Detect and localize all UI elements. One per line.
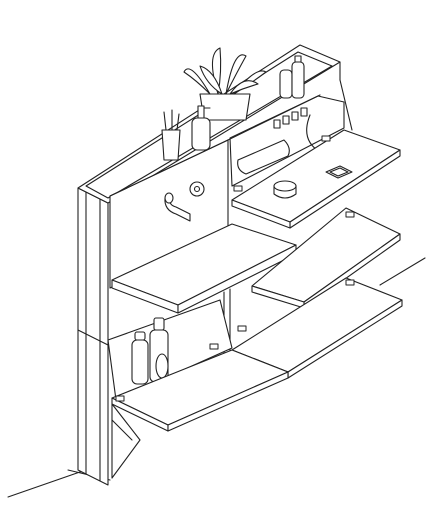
cup-body (161, 129, 181, 161)
bottle-cap (294, 55, 302, 63)
leaf-icon (183, 68, 211, 95)
hinge-icon (233, 185, 243, 192)
left-side-split (77, 329, 109, 346)
hinge-icon (321, 135, 331, 142)
bottle-icon (291, 61, 305, 99)
lower-left-open-flap (111, 349, 289, 479)
dispenser-body (191, 117, 211, 151)
bottle-tall-cap (153, 317, 165, 331)
left-side-panel (77, 187, 109, 486)
hinge-icon (345, 279, 355, 286)
phone-on-flap (325, 165, 353, 179)
hinges (115, 135, 355, 402)
leaf-icon (225, 54, 247, 95)
socket-icon (291, 111, 299, 121)
lower-left-flap-stay (111, 419, 133, 441)
mixer-tap (164, 181, 205, 222)
leaf-icon (211, 47, 222, 95)
bottle-medium-cap (134, 331, 146, 341)
upper-right-top-edge (227, 94, 321, 141)
upper-right-basin-recess (237, 139, 290, 175)
plant-pot (183, 47, 267, 121)
upper-right-open-flap (231, 129, 401, 229)
top-shelf-right-post (339, 79, 353, 131)
jar-on-flap (273, 180, 297, 199)
hinge-icon (345, 211, 355, 218)
wall-floor-line (379, 257, 426, 286)
phone-screen (329, 167, 349, 177)
socket-icon (300, 107, 308, 117)
upper-flap-front (231, 199, 291, 229)
shelf-bottles (279, 55, 305, 99)
hinge-icon (237, 325, 247, 332)
cabinet-left-side (77, 187, 109, 486)
leaf-icon (229, 80, 259, 95)
dispenser-pump (197, 105, 205, 119)
jar-lid (273, 180, 297, 192)
hinge-icon (115, 395, 125, 402)
soap-dispenser (191, 105, 211, 151)
bottle-icon (279, 69, 293, 99)
bottle-small (155, 353, 169, 379)
leaf-icon (199, 65, 223, 95)
bottle-medium (131, 339, 149, 385)
socket-icon (282, 115, 290, 125)
upper-right-compartment (227, 94, 345, 187)
socket-icon (273, 119, 281, 129)
toothbrush-icon (163, 111, 167, 131)
mixer-handle-core (193, 185, 201, 193)
pot-body (199, 93, 251, 121)
spout-base (164, 192, 174, 204)
hinge-icon (209, 343, 219, 350)
toothbrush-icon (176, 113, 180, 131)
lower-left-flap-edge (167, 371, 289, 432)
washbasin-tray (111, 223, 297, 361)
toothbrush-cup (161, 109, 181, 161)
lower-left-flap-bracket (111, 403, 141, 479)
